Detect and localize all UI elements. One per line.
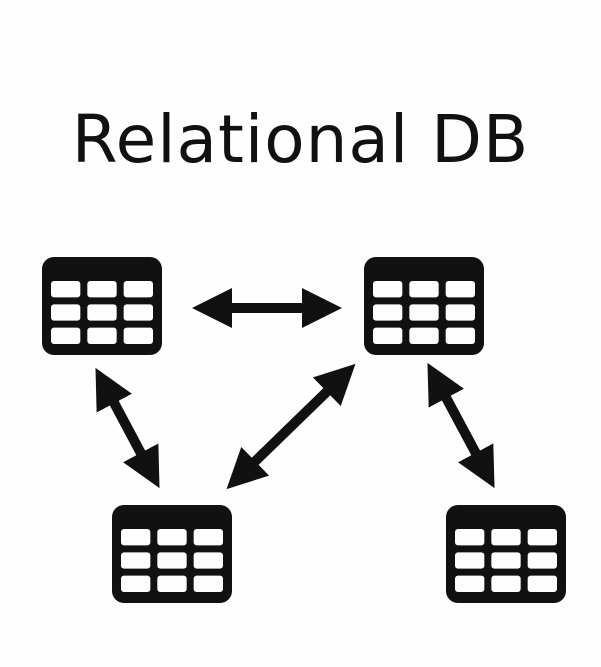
table-cell [157, 575, 187, 592]
table-grid-icon [42, 257, 162, 355]
table-cell [527, 552, 557, 569]
table-cell [527, 529, 557, 546]
table-cell [87, 327, 117, 344]
table-cell [445, 327, 475, 344]
table-cell [51, 304, 81, 321]
table-cell [491, 552, 521, 569]
table-cell [121, 575, 151, 592]
double-arrow-icon [95, 367, 160, 489]
table-cell [121, 552, 151, 569]
table-cell [51, 281, 81, 298]
table-cell [455, 529, 485, 546]
table-cell [193, 552, 223, 569]
table-cell [491, 575, 521, 592]
table-grid-icon [112, 505, 232, 603]
table-cell [409, 304, 439, 321]
tables-layer [42, 257, 566, 603]
table-cell [157, 529, 187, 546]
table-cell [455, 575, 485, 592]
table-cell [51, 327, 81, 344]
table-cell [123, 327, 153, 344]
diagram-title: Relational DB [71, 101, 530, 178]
table-cell [455, 552, 485, 569]
double-arrow-icon [427, 362, 495, 489]
table-cell [121, 529, 151, 546]
table-cell [445, 304, 475, 321]
table-cell [409, 281, 439, 298]
table-cell [373, 327, 403, 344]
table-cell [193, 529, 223, 546]
double-arrow-icon [226, 363, 356, 490]
table-cell [87, 304, 117, 321]
table-cell [527, 575, 557, 592]
table-cell [445, 281, 475, 298]
table-cell [373, 304, 403, 321]
table-cell [123, 281, 153, 298]
table-cell [123, 304, 153, 321]
table-grid-icon [446, 505, 566, 603]
table-cell [491, 529, 521, 546]
table-cell [193, 575, 223, 592]
table-cell [87, 281, 117, 298]
relations-layer [95, 288, 495, 490]
table-grid-icon [364, 257, 484, 355]
table-cell [373, 281, 403, 298]
table-cell [157, 552, 187, 569]
table-cell [409, 327, 439, 344]
